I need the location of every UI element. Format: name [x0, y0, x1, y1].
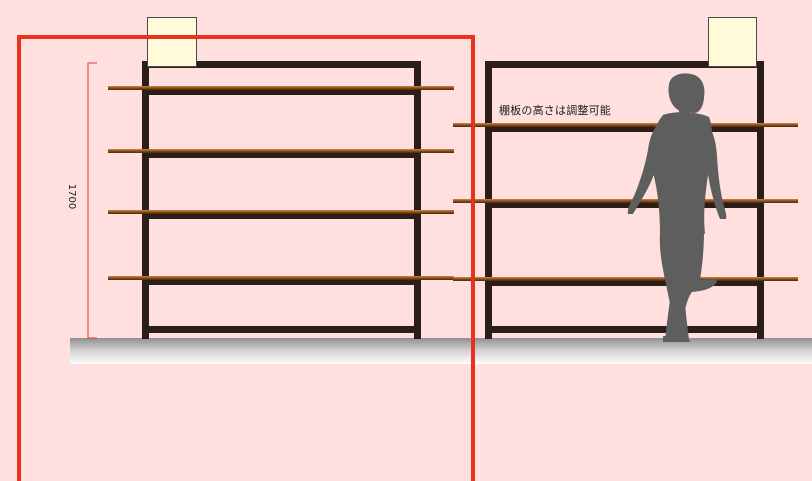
right-unit-beam — [485, 326, 764, 333]
left-unit-shelf-board — [108, 210, 454, 214]
left-unit-beam — [142, 151, 421, 158]
highlight-frame — [17, 35, 475, 481]
right-unit-beam — [485, 201, 764, 208]
right-unit-top-rail — [485, 61, 764, 68]
right-unit-beam — [485, 279, 764, 286]
right-top-box — [708, 17, 757, 67]
right-unit-shelf-board — [453, 123, 798, 127]
floor — [70, 338, 812, 364]
left-unit-post-left — [142, 61, 149, 339]
person-silhouette — [627, 73, 727, 342]
right-unit-shelf-board — [453, 277, 798, 281]
left-unit-shelf-board — [108, 149, 454, 153]
height-dimension-label: 1700 — [66, 183, 78, 210]
left-unit-beam — [142, 212, 421, 219]
left-unit-shelf-board — [108, 86, 454, 90]
height-dimension-bracket — [87, 62, 97, 339]
right-unit-beam — [485, 125, 764, 132]
left-unit-beam — [142, 326, 421, 333]
left-unit-beam — [142, 88, 421, 95]
right-unit-shelf-board — [453, 199, 798, 203]
right-shelving-unit — [453, 61, 798, 339]
left-unit-post-right — [414, 61, 421, 339]
left-top-box — [147, 17, 197, 67]
left-unit-shelf-board — [108, 276, 454, 280]
left-unit-beam — [142, 278, 421, 285]
left-shelving-unit — [108, 61, 454, 339]
shelf-height-adjustable-note: 棚板の高さは調整可能 — [499, 104, 611, 117]
left-unit-top-rail — [142, 61, 421, 68]
